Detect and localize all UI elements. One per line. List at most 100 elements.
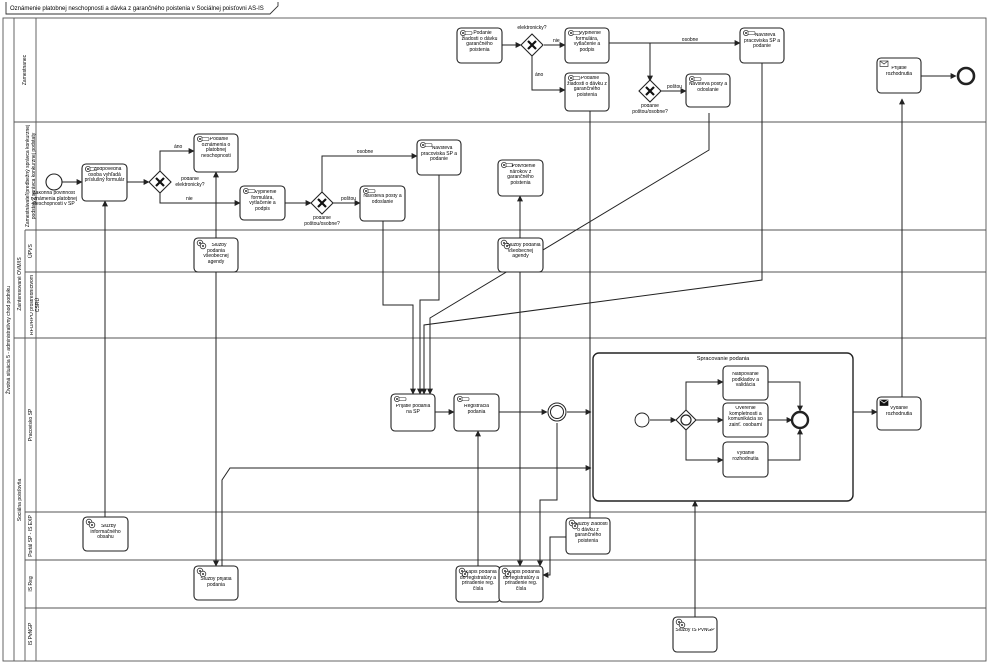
task-label: Služby informačného obsahu <box>90 524 121 541</box>
task-label: Zápis podania do registratúry a priraden… <box>459 570 497 592</box>
task-label: Natipovanie podkladov a validácia <box>732 372 759 389</box>
x-gateway-icon <box>645 86 655 96</box>
task-sluzby-ispvnp[interactable]: Služby IS PvNGP <box>672 616 718 653</box>
task-zodpovedna-osoba[interactable]: Zodpovedná osoba vyhľadá príslušný formu… <box>81 163 128 202</box>
task-label: Služby prijatia podania <box>200 577 232 588</box>
task-label: Návšteva pracoviska SP a podanie <box>420 146 458 163</box>
lane-isreg-label: IS Reg <box>28 576 34 592</box>
gateways <box>148 33 697 431</box>
task-zapis-1[interactable]: Zápis podania do registratúry a priraden… <box>455 565 501 603</box>
events: Zákonná povinnosť oznámenia platobnej ne… <box>30 66 976 430</box>
subprocess-title: Spracovanie podania <box>697 356 750 362</box>
diagram-title-text: Oznámenie platobnej neschopnosti a dávka… <box>10 6 264 12</box>
task-label: Zodpovedná osoba vyhľadá príslušný formu… <box>84 167 125 184</box>
task-zapis-2[interactable]: Zápis podania do registratúry a priraden… <box>498 565 544 603</box>
gateway-parallel-inner[interactable] <box>675 409 697 431</box>
task-sluzby-ziadosti[interactable]: Služby žiadosti o dávku z garančného poi… <box>565 517 611 555</box>
diagram-title: Oznámenie platobnej neschopnosti a dávka… <box>5 2 279 15</box>
lane-upvs-label: ÚPVS <box>27 244 34 258</box>
task-label: Potvrdenie nárokov z garančného poisteni… <box>507 164 536 186</box>
envelope-receive-icon <box>879 60 889 67</box>
gateway-elektronicky[interactable] <box>520 33 544 57</box>
lane-rfo-label: RFO/RPO prostredníctvom CSRÚ <box>30 275 41 336</box>
task-label: Podanie žiadosti o dávku z garančného po… <box>567 76 607 98</box>
task-prijatie-rozhodnutia[interactable]: Prijatie rozhodnutia <box>876 57 922 94</box>
subprocess-end-event[interactable] <box>790 410 810 430</box>
subprocess-spracovanie[interactable]: Spracovanie podania <box>592 352 854 502</box>
task-potvrdenie-narokov[interactable]: Potvrdenie nárokov z garančného poisteni… <box>497 159 544 197</box>
task-label: Overenie kompletnosti a komunikácia so z… <box>728 406 763 428</box>
task-vyplnenie-mid[interactable]: Vyplnenie formulára, vytlačenie a podpis <box>239 185 286 221</box>
task-natipovanie[interactable]: Natipovanie podkladov a validácia <box>722 365 769 401</box>
x-gateway-icon <box>317 198 327 208</box>
x-gateway-icon <box>527 40 537 50</box>
task-navsteva-sp-mid[interactable]: Návšteva pracoviska SP a podanie <box>416 139 462 176</box>
end-event-top[interactable] <box>956 66 976 86</box>
task-label: Zápis podania do registratúry a priraden… <box>502 570 540 592</box>
task-vydanie-rozhodnutia[interactable]: Vydanie rozhodnutia <box>876 396 922 431</box>
envelope-send-icon <box>879 399 889 406</box>
subprocess-start-event[interactable] <box>634 412 650 428</box>
gateway-postou-osobne-mid[interactable] <box>310 191 334 215</box>
group-zainteresovane-label: Zainteresované OVM/IS <box>17 257 23 311</box>
task-label: Vydanie rozhodnutia <box>732 451 759 462</box>
label-postou-top: poštou <box>667 84 682 90</box>
task-vydanie-inner[interactable]: Vydanie rozhodnutia <box>722 441 769 478</box>
task-navsteva-posty-mid[interactable]: Návšteva pošty a odoslanie <box>359 185 406 222</box>
task-label: Podanie žiadosti o dávku garančného pois… <box>461 30 498 53</box>
task-label: Prijatie rozhodnutia <box>885 66 913 77</box>
intermediate-event[interactable] <box>547 402 567 422</box>
task-label: Registrácia podania <box>463 404 489 415</box>
task-navsteva-posty-top[interactable]: Návšteva pošty a odoslanie <box>685 73 731 108</box>
x-gateway-icon <box>155 177 165 187</box>
task-podanie-ziadosti-top[interactable]: Podanie žiadosti o dávku garančného pois… <box>456 27 503 64</box>
gateway-postou-osobne-top[interactable] <box>638 79 662 103</box>
lane-zamestnanec-label: Zamestnanec <box>22 54 28 85</box>
label-nie-top: nie <box>553 38 560 44</box>
group-socialna-label: Sociálna poisťovňa <box>17 479 23 522</box>
task-label: Služby žiadosti o dávku z garančného poi… <box>574 522 608 544</box>
task-label: Vyplnenie formulára, vytlačenie a podpis <box>573 31 601 53</box>
task-prijatie-podania[interactable]: Prijatie podania na SP <box>390 393 436 432</box>
task-label: Návšteva pracoviska SP a podanie <box>743 33 781 50</box>
task-vyplnenie-top[interactable]: Vyplnenie formulára, vytlačenie a podpis <box>564 27 610 64</box>
start-event[interactable] <box>45 173 63 191</box>
task-sluzby-upvs-2[interactable]: Služby podania všeobecnej agendy <box>497 237 544 273</box>
task-overenie[interactable]: Overenie kompletnosti a komunikácia so z… <box>722 402 769 438</box>
label-osobne-top: osobne <box>682 37 699 43</box>
label-elektronicky: elektronicky? <box>517 25 546 31</box>
task-podanie-ziadosti-mid[interactable]: Podanie žiadosti o dávku z garančného po… <box>564 72 610 112</box>
task-registracia[interactable]: Registrácia podania <box>453 393 500 432</box>
label-nie-mid: nie <box>186 196 193 202</box>
task-label: Podanie oznámenia o platobnej neschopnos… <box>201 137 231 159</box>
task-label: Vyplnenie formulára, vytlačenie a podpis <box>249 190 277 212</box>
task-label: Prijatie podania na SP <box>395 404 431 415</box>
task-sluzby-info[interactable]: Služby informačného obsahu <box>82 516 129 552</box>
task-sluzby-prijatia[interactable]: Služby prijatia podania <box>193 565 239 601</box>
label-podanie-elektronicky: podanie elektronicky? <box>175 177 205 188</box>
label-podanie-postou-osobne-mid: podanie poštou/osobne? <box>304 216 340 227</box>
label-osobne-mid: osobne <box>357 149 374 155</box>
task-navsteva-sp-top[interactable]: Návšteva pracoviska SP a podanie <box>739 27 785 64</box>
task-podanie-oznamenia[interactable]: Podanie oznámenia o platobnej neschopnos… <box>193 133 239 173</box>
task-label: Návšteva pošty a odoslanie <box>688 82 728 93</box>
sequence-flows <box>62 40 957 617</box>
task-sluzby-upvs-1[interactable]: Služby podania všeobecnej agendy <box>193 237 239 273</box>
task-label: Služby podania všeobecnej agendy <box>506 243 541 260</box>
label-ano-top: áno <box>535 72 544 78</box>
lane-portal-label: Portál SP - IS EXP <box>28 515 34 557</box>
start-event-label: Zákonná povinnosť oznámenia platobnej ne… <box>30 191 78 208</box>
label-podanie-postou-osobne-top: podanie poštou/osobne? <box>632 104 668 115</box>
label-ano-mid: áno <box>174 144 183 150</box>
task-label: Služby IS PvNGP <box>675 628 715 633</box>
pool-label: Životná situácia 5 - administratívny cho… <box>4 286 12 394</box>
lane-ispvnp-label: IS PvNGP <box>28 622 34 645</box>
task-label: Služby podania všeobecnej agendy <box>203 243 229 265</box>
pool: Životná situácia 5 - administratívny cho… <box>2 17 987 662</box>
flow-labels: elektronicky? nie áno osobne poštou poda… <box>174 25 699 227</box>
gateway-podanie-elektronicky[interactable] <box>148 170 172 194</box>
lane-pracovisko-label: Pracovisko SP <box>28 408 34 441</box>
tasks: Podanie žiadosti o dávku garančného pois… <box>81 27 922 653</box>
parallel-gateway-icon <box>680 414 692 426</box>
